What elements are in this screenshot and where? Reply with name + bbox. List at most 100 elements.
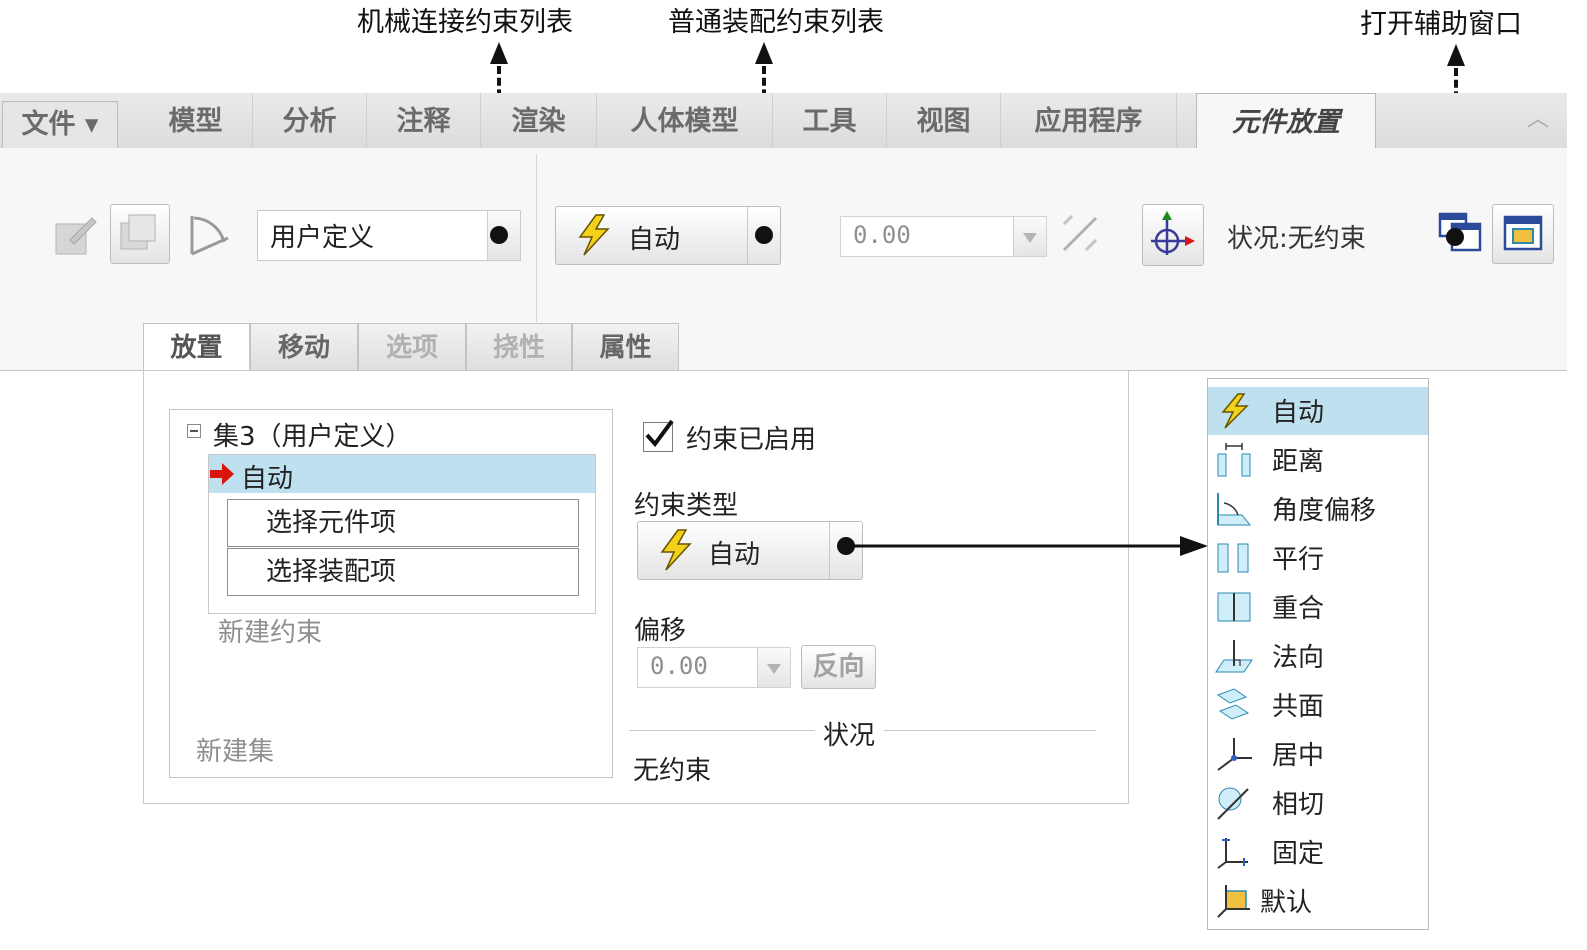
tab-view[interactable]: 视图 — [887, 93, 1001, 148]
panel-offset-dropdown-toggle[interactable] — [757, 648, 790, 687]
ribbon-tab-bar: 文件 ▾ 模型 分析 注释 渲染 人体模型 工具 视图 应用程序 元件放置 ︿ — [0, 93, 1567, 149]
tab-render[interactable]: 渲染 — [481, 93, 597, 148]
constraint-type-select[interactable]: 自动 — [555, 206, 781, 265]
status-group-label: 状况 — [823, 721, 876, 751]
callout-dot-general — [755, 226, 773, 244]
panel-offset-value: 0.00 — [650, 652, 708, 680]
set-constraints-frame — [208, 454, 596, 614]
constraint-dropdown-toggle[interactable] — [747, 207, 780, 264]
constraint-row-label: 自动 — [241, 464, 294, 494]
drag-component-button[interactable] — [1142, 204, 1204, 266]
move-component-icon — [1151, 211, 1195, 255]
option-label: 居中 — [1272, 741, 1325, 771]
tab-flexibility[interactable]: 挠性 — [466, 323, 572, 371]
copy-icon — [120, 214, 156, 250]
current-constraint-arrow-icon — [210, 463, 234, 485]
connection-type-value: 用户定义 — [270, 223, 375, 253]
coincident-icon — [1217, 592, 1251, 622]
status-divider-left — [629, 730, 815, 731]
panel-constraint-dropdown-toggle[interactable] — [829, 522, 862, 579]
ribbon-separator — [536, 154, 537, 322]
select-assembly-item[interactable]: 选择装配项 — [227, 548, 579, 596]
option-label: 重合 — [1272, 594, 1325, 624]
constraint-type-label: 约束类型 — [634, 491, 739, 521]
constraint-option-distance[interactable]: 距离 — [1208, 436, 1428, 484]
tab-placement[interactable]: 放置 — [143, 323, 250, 372]
lightning-icon — [1221, 393, 1249, 429]
constraint-option-centered[interactable]: 居中 — [1208, 730, 1428, 778]
assembly-window-icon — [1503, 215, 1543, 251]
fix-icon — [1217, 838, 1248, 869]
option-label: 距离 — [1272, 447, 1325, 477]
callout-general-constraint-list: 普通装配约束列表 — [668, 7, 884, 38]
panel-constraint-type-select[interactable]: 自动 — [637, 521, 863, 580]
constraint-option-normal[interactable]: 法向 — [1208, 632, 1428, 680]
option-label: 共面 — [1272, 692, 1325, 722]
flip-button[interactable]: 反向 — [801, 645, 876, 689]
tab-annotate[interactable]: 注释 — [367, 93, 481, 148]
constraint-option-coplanar[interactable]: 共面 — [1208, 681, 1428, 729]
option-label: 平行 — [1272, 545, 1325, 575]
new-set-link[interactable]: 新建集 — [196, 737, 275, 767]
centered-icon — [1217, 738, 1252, 771]
constraint-set-label[interactable]: 集3（用户定义） — [213, 422, 412, 452]
option-label: 相切 — [1272, 790, 1325, 820]
checkmark-icon — [645, 419, 674, 448]
offset-input[interactable]: 0.00 — [840, 216, 1047, 257]
constraint-option-automatic[interactable]: 自动 — [1208, 387, 1428, 435]
constraint-option-tangent[interactable]: 相切 — [1208, 779, 1428, 827]
collapse-set-toggle[interactable] — [187, 424, 201, 438]
constraint-option-fix[interactable]: 固定 — [1208, 828, 1428, 876]
status-divider-right — [884, 730, 1096, 731]
option-label: 角度偏移 — [1272, 496, 1377, 526]
offset-value: 0.00 — [853, 221, 911, 249]
tab-properties[interactable]: 属性 — [572, 323, 679, 371]
arc-connection-icon[interactable] — [184, 208, 236, 260]
tab-file[interactable]: 文件 ▾ — [2, 101, 118, 148]
tab-move[interactable]: 移动 — [250, 323, 358, 371]
select-component-item[interactable]: 选择元件项 — [227, 499, 579, 547]
lightning-icon — [660, 529, 692, 571]
callout-arrow-to-list — [846, 536, 1208, 556]
placement-status: 状况:无约束 — [1227, 224, 1366, 254]
tab-applications[interactable]: 应用程序 — [1001, 93, 1177, 148]
constraint-option-default[interactable]: 默认 — [1208, 877, 1428, 925]
callout-arrowhead-aux — [1447, 44, 1465, 66]
status-value: 无约束 — [633, 756, 712, 786]
option-label: 自动 — [1272, 398, 1325, 428]
constraint-option-angle-offset[interactable]: 角度偏移 — [1208, 485, 1428, 533]
tab-options[interactable]: 选项 — [358, 323, 466, 371]
tab-component-placement[interactable]: 元件放置 — [1196, 93, 1376, 149]
edit-constraint-icon[interactable] — [52, 210, 100, 258]
collapse-ribbon-icon[interactable]: ︿ — [1526, 107, 1549, 132]
constraint-enabled-label: 约束已启用 — [686, 425, 817, 455]
new-constraint-link[interactable]: 新建约束 — [218, 618, 323, 648]
offset-dropdown-toggle[interactable] — [1013, 217, 1046, 256]
constraint-option-parallel[interactable]: 平行 — [1208, 534, 1428, 582]
callout-dot-aux — [1446, 228, 1464, 246]
constraint-enabled-checkbox[interactable] — [643, 419, 674, 452]
coplanar-icon — [1216, 688, 1250, 720]
constraint-type-list: 自动 距离 角度偏移 平行 重合 法向 共面 居中 相切 固定 默认 — [1207, 378, 1429, 930]
flip-direction-icon[interactable] — [1058, 212, 1102, 256]
offset-label: 偏移 — [634, 616, 687, 646]
assembly-window-button[interactable] — [1492, 204, 1554, 264]
tab-analysis[interactable]: 分析 — [253, 93, 367, 148]
angle-offset-icon — [1217, 493, 1252, 526]
option-label: 固定 — [1272, 839, 1325, 869]
callout-mech-connection-list: 机械连接约束列表 — [357, 7, 573, 38]
constraint-row-selected[interactable] — [209, 455, 595, 493]
copy-placement-button[interactable] — [110, 204, 170, 264]
callout-arrowhead-mech — [490, 42, 508, 64]
panel-offset-input[interactable]: 0.00 — [637, 647, 791, 688]
panel-constraint-type-value: 自动 — [708, 540, 761, 570]
constraint-type-value: 自动 — [628, 225, 681, 255]
constraint-option-coincident[interactable]: 重合 — [1208, 583, 1428, 631]
tab-manikin[interactable]: 人体模型 — [597, 93, 773, 148]
parallel-icon — [1217, 543, 1249, 573]
callout-dot-mech — [490, 226, 508, 244]
lightning-icon — [578, 214, 610, 256]
tab-model[interactable]: 模型 — [139, 93, 253, 148]
tab-tools[interactable]: 工具 — [773, 93, 887, 148]
connection-type-select[interactable]: 用户定义 — [257, 210, 521, 261]
